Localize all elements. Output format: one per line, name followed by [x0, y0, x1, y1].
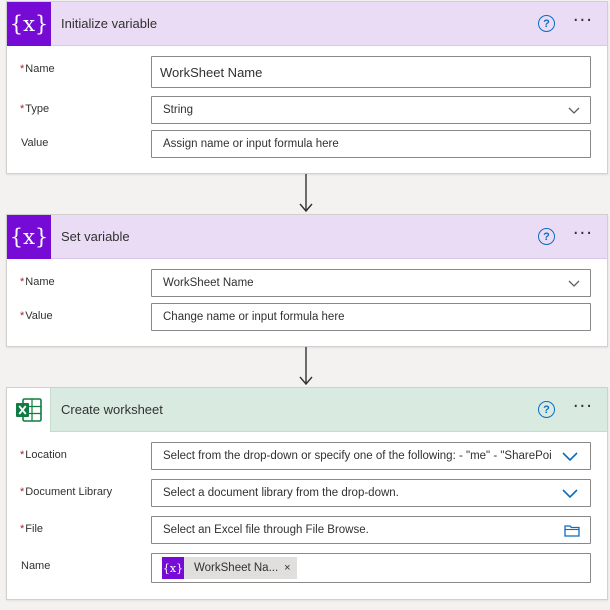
folder-icon[interactable] — [564, 524, 580, 537]
location-dropdown[interactable]: Select from the drop-down or specify one… — [151, 442, 591, 470]
set-variable-card: {x} Set variable ? ··· *Name WorkSheet N… — [6, 214, 608, 347]
location-label: *Location — [20, 449, 67, 461]
excel-icon — [7, 387, 51, 432]
help-icon[interactable]: ? — [538, 228, 555, 245]
create-worksheet-card: Create worksheet ? ··· *Location Select … — [6, 387, 608, 600]
value-input[interactable]: Change name or input formula here — [151, 303, 591, 331]
worksheet-name-label: Name — [21, 560, 51, 572]
worksheet-name-input[interactable]: {x} WorkSheet Na... × — [151, 553, 591, 583]
set-variable-header[interactable]: {x} Set variable ? ··· — [7, 214, 607, 259]
variable-icon: {x} — [162, 557, 184, 579]
help-icon[interactable]: ? — [538, 401, 555, 418]
document-library-label: *Document Library — [20, 486, 113, 498]
name-input[interactable]: WorkSheet Name — [151, 56, 591, 88]
chevron-down-icon — [562, 452, 578, 462]
type-dropdown[interactable]: String — [151, 96, 591, 124]
remove-token-icon[interactable]: × — [284, 562, 291, 574]
value-label: Value — [21, 137, 49, 149]
chevron-down-icon — [562, 489, 578, 499]
value-input[interactable]: Assign name or input formula here — [151, 130, 591, 158]
type-label: *Type — [20, 103, 50, 115]
value-label: *Value — [20, 310, 53, 322]
more-options-icon[interactable]: ··· — [572, 10, 593, 31]
more-options-icon[interactable]: ··· — [572, 396, 593, 417]
help-icon[interactable]: ? — [538, 15, 555, 32]
name-label: *Name — [20, 276, 55, 288]
card-title: Set variable — [61, 229, 130, 244]
token-label: WorkSheet Na... — [194, 562, 279, 574]
name-label: *Name — [20, 63, 55, 75]
dynamic-content-token[interactable]: {x} WorkSheet Na... × — [162, 557, 297, 579]
variable-icon: {x} — [7, 214, 51, 259]
chevron-down-icon — [568, 280, 580, 287]
flow-arrow-icon — [299, 347, 313, 386]
file-label: *File — [20, 523, 44, 535]
file-picker-input[interactable]: Select an Excel file through File Browse… — [151, 516, 591, 544]
initialize-variable-card: {x} Initialize variable ? ··· *Name Work… — [6, 1, 608, 174]
create-worksheet-header[interactable]: Create worksheet ? ··· — [7, 387, 607, 432]
initialize-variable-header[interactable]: {x} Initialize variable ? ··· — [7, 1, 607, 46]
more-options-icon[interactable]: ··· — [572, 223, 593, 244]
card-title: Initialize variable — [61, 16, 158, 31]
name-dropdown[interactable]: WorkSheet Name — [151, 269, 591, 297]
card-title: Create worksheet — [61, 402, 163, 417]
flow-arrow-icon — [299, 174, 313, 213]
chevron-down-icon — [568, 107, 580, 114]
document-library-dropdown[interactable]: Select a document library from the drop-… — [151, 479, 591, 507]
variable-icon: {x} — [7, 1, 51, 46]
